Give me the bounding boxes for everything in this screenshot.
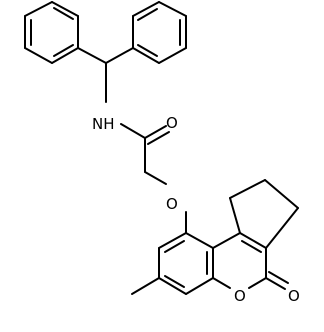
cyclopentane-ring [229, 179, 299, 249]
double-bond-inner [164, 275, 185, 288]
nh-label: NH [92, 115, 115, 133]
coumarin-benzene-ring [131, 232, 214, 295]
ether-oxygen-label: O [166, 195, 178, 213]
bond [144, 125, 167, 139]
ring-oxygen-label: O [234, 287, 246, 305]
phenyl-ring-right [132, 1, 187, 64]
bond [229, 197, 241, 234]
amide-linker [77, 47, 187, 234]
bond [51, 47, 79, 64]
bond [24, 47, 53, 64]
double-bond-inner [241, 240, 262, 253]
bond [132, 1, 160, 17]
bond [24, 1, 53, 17]
lactone-oxygen-label: O [288, 287, 300, 305]
bond [51, 1, 79, 17]
bond [158, 277, 187, 295]
bond [158, 232, 187, 249]
bond [212, 232, 241, 249]
bond [265, 207, 299, 249]
bond [158, 47, 187, 64]
double-bond-inner [164, 240, 185, 253]
phenyl-ring-left [24, 1, 79, 64]
double-bond-inner [53, 44, 74, 57]
bond [264, 179, 299, 209]
methyl-bond [131, 277, 160, 295]
bond [239, 232, 267, 249]
bond [132, 47, 160, 64]
bond [248, 277, 267, 289]
bond [185, 232, 214, 249]
double-bond-outer [268, 271, 289, 284]
bond [77, 47, 107, 64]
double-bond-inner [137, 8, 158, 21]
bond [212, 277, 231, 289]
bond [229, 179, 266, 199]
double-bond-inner [53, 7, 74, 20]
bond [120, 123, 146, 139]
double-bond-inner [137, 44, 158, 57]
bond [265, 277, 286, 290]
carbonyl-oxygen-label: O [166, 114, 178, 132]
bond [144, 171, 167, 185]
bond [185, 277, 214, 295]
pyranone-ring [212, 232, 289, 290]
double-bond-outer [147, 131, 170, 145]
bond [158, 1, 187, 17]
bond [105, 47, 134, 64]
